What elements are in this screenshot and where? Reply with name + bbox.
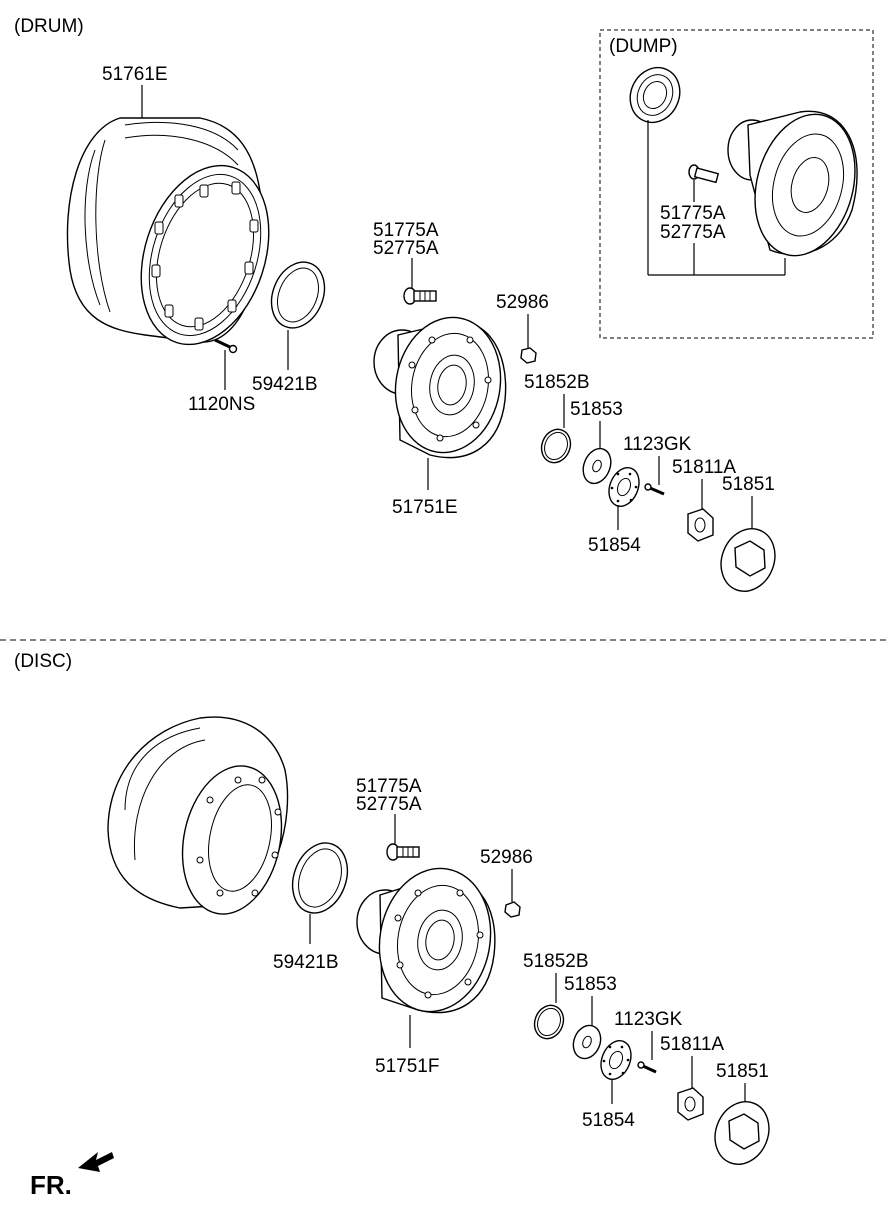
front-orientation-label: FR. bbox=[30, 1170, 72, 1200]
label-51854: 51854 bbox=[588, 535, 641, 556]
lock-washer-disc-51854[interactable] bbox=[596, 1036, 637, 1084]
label-51853: 51853 bbox=[570, 399, 623, 420]
label-disc-51853: 51853 bbox=[564, 974, 617, 995]
label-1120NS: 1120NS bbox=[188, 394, 255, 415]
screw-1123GK[interactable] bbox=[644, 483, 665, 496]
nut-52986[interactable] bbox=[520, 347, 537, 364]
arrow-icon bbox=[78, 1152, 114, 1172]
wheel-stud-dump[interactable] bbox=[688, 164, 720, 184]
hub-nut-51811A[interactable] bbox=[687, 508, 714, 542]
wheel-hub-dump[interactable] bbox=[727, 103, 870, 267]
section-title-dump: (DUMP) bbox=[609, 36, 678, 57]
brake-drum-51761E[interactable] bbox=[66, 117, 290, 361]
screw-disc-1123GK[interactable] bbox=[637, 1061, 657, 1074]
section-title-disc: (DISC) bbox=[14, 651, 72, 672]
label-disc-51811A: 51811A bbox=[660, 1034, 724, 1055]
label-51851: 51851 bbox=[722, 474, 775, 495]
label-dump-51775A: 51775A bbox=[660, 203, 726, 224]
washer-disc-51853[interactable] bbox=[569, 1021, 606, 1062]
hub-cap-51851[interactable] bbox=[712, 521, 784, 600]
label-dump-52775A: 52775A bbox=[660, 222, 726, 243]
o-ring-disc-51852B[interactable] bbox=[530, 1001, 569, 1043]
label-disc-52986: 52986 bbox=[480, 847, 533, 868]
label-disc-51852B: 51852B bbox=[523, 951, 589, 972]
wheel-hub-51751E[interactable] bbox=[373, 309, 511, 461]
label-51775A: 51775A bbox=[373, 220, 439, 241]
label-51751F: 51751F bbox=[375, 1056, 439, 1077]
seal-59421B[interactable] bbox=[262, 254, 334, 336]
hub-cap-disc-51851[interactable] bbox=[706, 1094, 778, 1173]
dump-inset-box bbox=[599, 29, 874, 339]
label-disc-52775A: 52775A bbox=[356, 794, 422, 815]
washer-51853[interactable] bbox=[578, 444, 616, 487]
nut-disc-52986[interactable] bbox=[504, 901, 521, 918]
wheel-stud-51775A[interactable] bbox=[403, 287, 437, 305]
wheel-stud-disc[interactable] bbox=[386, 843, 420, 861]
label-disc-59421B: 59421B bbox=[273, 952, 339, 973]
label-51751E: 51751E bbox=[392, 497, 458, 518]
bolt-1120NS[interactable] bbox=[214, 338, 238, 354]
section-title-drum: (DRUM) bbox=[14, 16, 84, 37]
label-52775A: 52775A bbox=[373, 238, 439, 259]
label-disc-51851: 51851 bbox=[716, 1061, 769, 1082]
label-52986: 52986 bbox=[496, 292, 549, 313]
label-51761E: 51761E bbox=[102, 64, 168, 85]
label-disc-1123GK: 1123GK bbox=[614, 1009, 683, 1030]
seal-disc-59421B[interactable] bbox=[283, 835, 356, 920]
label-disc-51854: 51854 bbox=[582, 1110, 635, 1131]
label-59421B: 59421B bbox=[252, 374, 318, 395]
lock-washer-51854[interactable] bbox=[604, 463, 645, 511]
bearing-dump[interactable] bbox=[621, 59, 688, 130]
wheel-hub-51751F[interactable] bbox=[356, 860, 502, 1021]
label-1123GK: 1123GK bbox=[623, 434, 692, 455]
hub-nut-disc-51811A[interactable] bbox=[677, 1087, 704, 1121]
o-ring-51852B[interactable] bbox=[537, 425, 576, 467]
label-disc-51775A: 51775A bbox=[356, 776, 422, 797]
label-51811A: 51811A bbox=[672, 457, 736, 478]
brake-disc[interactable] bbox=[107, 716, 295, 923]
label-51852B: 51852B bbox=[524, 372, 590, 393]
